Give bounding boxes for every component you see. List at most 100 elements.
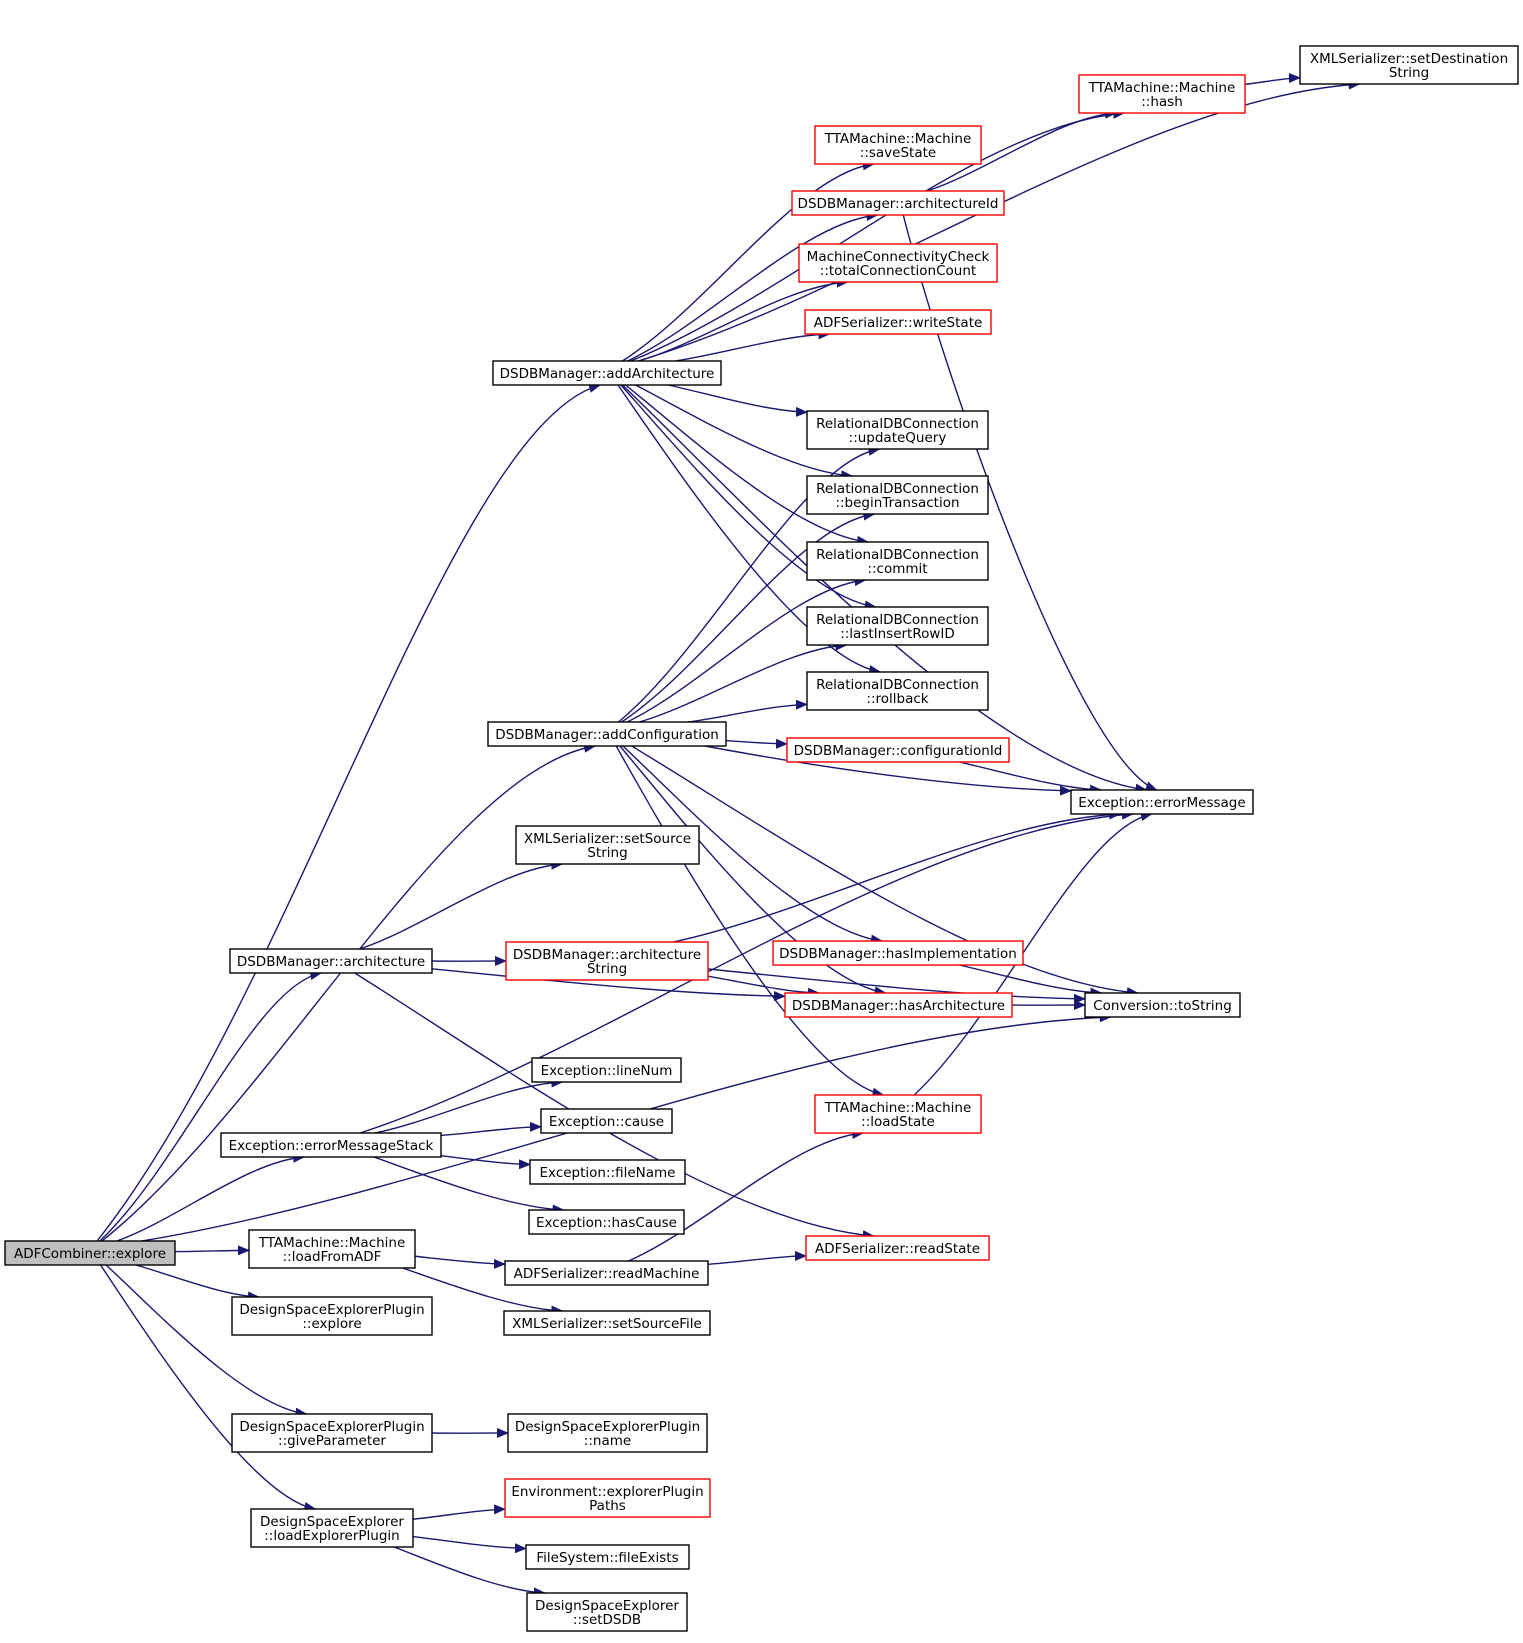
node-adfserializer-readstate[interactable]: ADFSerializer::readState — [805, 1235, 990, 1261]
node-label-line: RelationalDBConnection — [816, 612, 979, 628]
node-label-line: ADFSerializer::readState — [815, 1241, 980, 1257]
node-label-line: String — [587, 961, 627, 977]
node-relationaldbconnection-lastinsertrowid[interactable]: RelationalDBConnection::lastInsertRowID — [806, 606, 989, 646]
call-edge-n0-n6 — [135, 1264, 261, 1302]
call-edge-n1-n19 — [617, 384, 882, 675]
node-label-line: Environment::explorerPlugin — [511, 1484, 703, 1500]
node-label-line: DSDBManager::addConfiguration — [495, 727, 719, 743]
call-edge-n1-n13 — [638, 277, 849, 362]
node-label-line: Exception::errorMessageStack — [229, 1138, 434, 1154]
node-exception-errormessagestack[interactable]: Exception::errorMessageStack — [220, 1132, 442, 1158]
node-ttamachine-savestate[interactable]: TTAMachine::Machine::saveState — [814, 125, 982, 165]
call-edge-n5-n33 — [414, 1255, 506, 1269]
node-label-line: DSDBManager::addArchitecture — [500, 366, 715, 382]
call-edge-n23-n21 — [673, 809, 1122, 943]
node-label-line: ::lastInsertRowID — [840, 626, 955, 642]
call-edge-n1-n17 — [625, 384, 870, 546]
node-dsdbmanager-architectureid[interactable]: DSDBManager::architectureId — [791, 190, 1005, 216]
node-designspaceexplorer-loadexplorerplugin[interactable]: DesignSpaceExplorer::loadExplorerPlugin — [250, 1508, 414, 1548]
node-label-line: Exception::errorMessage — [1078, 795, 1245, 811]
node-label-line: DSDBManager::architecture — [513, 947, 701, 963]
node-ttamachine-hash[interactable]: TTAMachine::Machine::hash — [1078, 74, 1246, 114]
node-label-line: DSDBManager::configurationId — [794, 743, 1003, 759]
call-edge-n23-n26 — [707, 968, 1086, 1004]
node-label-line: String — [587, 845, 627, 861]
node-adfserializer-writestate[interactable]: ADFSerializer::writeState — [804, 309, 992, 335]
node-label-line: ::hash — [1141, 94, 1183, 110]
node-label-line: ADFCombiner::explore — [14, 1246, 166, 1262]
node-label-line: Exception::lineNum — [541, 1063, 673, 1079]
node-exception-filename[interactable]: Exception::fileName — [529, 1159, 686, 1185]
node-conversion-tostring[interactable]: Conversion::toString — [1084, 992, 1241, 1018]
node-label-line: DesignSpaceExplorerPlugin — [515, 1419, 700, 1435]
node-ttamachine-loadstate[interactable]: TTAMachine::Machine::loadState — [814, 1094, 982, 1134]
node-relationaldbconnection-commit[interactable]: RelationalDBConnection::commit — [806, 541, 989, 581]
node-relationaldbconnection-rollback[interactable]: RelationalDBConnection::rollback — [806, 671, 989, 711]
node-designspaceexplorer-setdsdb[interactable]: DesignSpaceExplorer::setDSDB — [526, 1592, 688, 1632]
call-edge-n1-n10 — [630, 108, 1126, 362]
node-label-line: ::giveParameter — [278, 1433, 386, 1449]
call-edge-n2-n18 — [639, 640, 848, 723]
node-label-line: ADFSerializer::writeState — [814, 315, 983, 331]
call-edge-n2-n24 — [622, 745, 884, 945]
call-edge-n0-n8 — [99, 1264, 317, 1512]
node-dsdbmanager-addarchitecture[interactable]: DSDBManager::addArchitecture — [492, 360, 722, 386]
node-label-line: ::name — [584, 1433, 631, 1449]
node-label-line: XMLSerializer::setSourceFile — [512, 1316, 702, 1332]
node-label-line: ::rollback — [866, 691, 928, 707]
node-exception-linenum[interactable]: Exception::lineNum — [531, 1057, 682, 1083]
call-edge-n12-n10 — [926, 108, 1117, 192]
call-edge-n1-n14 — [675, 329, 831, 362]
call-edge-n2-n19 — [687, 699, 808, 723]
node-machineconnectivitycheck-totalconnectioncount[interactable]: MachineConnectivityCheck::totalConnectio… — [798, 243, 998, 283]
node-dsdbmanager-hasimplementation[interactable]: DSDBManager::hasImplementation — [772, 940, 1024, 966]
node-exception-hascause[interactable]: Exception::hasCause — [528, 1209, 685, 1235]
node-filesystem-fileexists[interactable]: FileSystem::fileExists — [525, 1544, 690, 1570]
node-dsdbmanager-hasarchitecture[interactable]: DSDBManager::hasArchitecture — [784, 992, 1013, 1018]
call-edge-n3-n25 — [431, 968, 786, 1002]
node-relationaldbconnection-begintransaction[interactable]: RelationalDBConnection::beginTransaction — [806, 475, 989, 515]
node-label-line: Paths — [589, 1498, 626, 1514]
node-label-line: ::updateQuery — [849, 430, 947, 446]
call-edge-n2-n26 — [631, 745, 1139, 998]
node-adfcombiner-explore[interactable]: ADFCombiner::explore — [4, 1240, 176, 1266]
call-edge-n24-n26 — [958, 964, 1103, 998]
node-ttamachine-loadfromadf[interactable]: TTAMachine::Machine::loadFromADF — [248, 1229, 416, 1269]
call-edge-n4-n27 — [374, 1077, 564, 1134]
node-designspaceexplorerplugin-giveparameter[interactable]: DesignSpaceExplorerPlugin::giveParameter — [231, 1413, 433, 1453]
call-edge-n5-n34 — [402, 1267, 564, 1316]
call-edge-n0-n4 — [116, 1152, 306, 1242]
node-exception-cause[interactable]: Exception::cause — [540, 1108, 673, 1134]
node-label-line: FileSystem::fileExists — [536, 1550, 678, 1566]
call-edge-n0-n3 — [99, 970, 323, 1242]
node-designspaceexplorerplugin-explore[interactable]: DesignSpaceExplorerPlugin::explore — [231, 1296, 433, 1336]
node-label-line: RelationalDBConnection — [816, 481, 979, 497]
call-edge-n1-n11 — [621, 160, 875, 362]
node-designspaceexplorerplugin-name[interactable]: DesignSpaceExplorerPlugin::name — [507, 1413, 708, 1453]
node-label-line: Exception::cause — [549, 1114, 664, 1130]
call-edge-n2-n21 — [704, 745, 1072, 796]
node-dsdbmanager-architecture[interactable]: DSDBManager::architecture — [229, 948, 433, 974]
node-dsdbmanager-configurationid[interactable]: DSDBManager::configurationId — [786, 737, 1010, 763]
node-adfserializer-readmachine[interactable]: ADFSerializer::readMachine — [504, 1260, 709, 1286]
node-xmlserializer-setsourcefile[interactable]: XMLSerializer::setSourceFile — [503, 1310, 711, 1336]
node-label-line: DSDBManager::hasArchitecture — [792, 998, 1005, 1014]
call-edge-n2-n17 — [626, 576, 867, 723]
node-label-line: RelationalDBConnection — [816, 416, 979, 432]
node-label-line: TTAMachine::Machine — [824, 131, 972, 147]
node-relationaldbconnection-updatequery[interactable]: RelationalDBConnection::updateQuery — [806, 410, 989, 450]
node-label-line: XMLSerializer::setDestination — [1310, 51, 1508, 67]
edges-layer — [96, 73, 1361, 1598]
call-edge-n1-n16 — [635, 384, 854, 481]
call-edge-n33-n32 — [707, 1251, 807, 1265]
call-edge-n8-n37 — [412, 1535, 527, 1554]
call-edge-n4-n29 — [440, 1155, 531, 1170]
node-label-line: Conversion::toString — [1093, 998, 1232, 1014]
node-dsdbmanager-addconfiguration[interactable]: DSDBManager::addConfiguration — [487, 721, 727, 747]
node-exception-errormessage[interactable]: Exception::errorMessage — [1070, 789, 1254, 815]
node-label-line: ::setDSDB — [573, 1612, 641, 1628]
